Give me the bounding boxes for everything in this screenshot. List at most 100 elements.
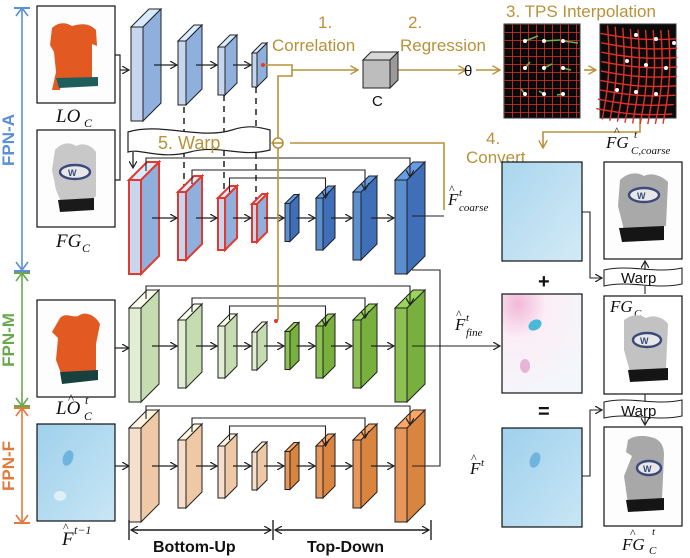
pants-shape (56, 77, 98, 88)
output-image-final: W (603, 426, 683, 527)
fpn-a-level-2 (175, 173, 205, 263)
fpn-f-pyramid (127, 405, 427, 524)
fpn-m-level-5 (283, 321, 301, 371)
fpn-a-top-level-1 (129, 7, 163, 123)
branch-bracket-fpn-m (14, 271, 30, 408)
fpn-f-lateral-connection-1 (145, 405, 410, 425)
feature-point-red (274, 319, 278, 323)
shirt-logo-text: W (68, 168, 77, 178)
fpn-a-level-4 (249, 191, 270, 245)
fpn-m-level-4 (250, 320, 269, 372)
branch-label-fpn-f: FPN-F (0, 441, 18, 491)
fpn-a-level-3 (215, 183, 240, 253)
svg-text:fine: fine (466, 327, 483, 339)
warped-grid-line (654, 29, 663, 125)
svg-text:W: W (643, 464, 652, 474)
input-image-lo-c-t (36, 299, 116, 398)
fpn-m-level-1 (127, 288, 161, 404)
svg-text:C: C (634, 308, 642, 320)
svg-text:t−1: t−1 (74, 523, 91, 537)
output-image-coarse: W (603, 161, 683, 260)
fpn-f-level-7 (351, 422, 379, 510)
svg-text:^: ^ (456, 307, 462, 321)
warp-banner-1[interactable]: Warp (603, 267, 683, 287)
cost-volume-label: C (372, 93, 383, 110)
output-label-fg-c: FG C (609, 297, 642, 320)
svg-text:C: C (84, 116, 93, 130)
warped-grid-line (624, 28, 633, 123)
step3-label: 3. TPS Interpolation (506, 2, 656, 21)
svg-text:LO: LO (55, 398, 81, 419)
fpn-f-level-1 (127, 408, 161, 524)
shirt-shape-orange (50, 23, 97, 90)
warp-label-2: Warp (621, 403, 656, 420)
input-image-fg-c: W (36, 129, 116, 228)
svg-text:C: C (84, 409, 93, 423)
svg-text:coarse: coarse (459, 202, 488, 214)
theta-label: θ (464, 63, 472, 80)
branch-label-fpn-m: FPN-M (0, 313, 18, 367)
step2-label: Regression (400, 36, 486, 55)
fpn-f-level-8 (393, 408, 427, 524)
warped-grid-line (639, 29, 648, 125)
fpn-f-level-4 (250, 440, 269, 492)
output-image-fg-c: W (603, 295, 683, 395)
svg-text:FG: FG (605, 133, 629, 152)
svg-text:LO: LO (55, 106, 81, 127)
input-label-lo-c: LO C (55, 106, 93, 130)
svg-text:C,coarse: C,coarse (631, 145, 671, 157)
fpn-m-level-2 (176, 302, 204, 390)
fpn-a-top-level-3 (216, 33, 239, 97)
cost-volume-cube (361, 50, 400, 90)
warped-grid-line (647, 30, 656, 125)
svg-text:t: t (652, 526, 656, 538)
fpn-f-lateral-connection-2 (191, 417, 365, 438)
svg-text:^: ^ (630, 526, 636, 540)
warped-grid-line (616, 27, 625, 122)
bottom-up-label: Bottom-Up (153, 539, 236, 556)
fpn-f-level-5 (283, 441, 301, 491)
plus-operator: + (538, 271, 550, 293)
svg-text:FG: FG (55, 231, 82, 252)
warp-label-1: Warp (621, 270, 656, 287)
svg-text:t: t (466, 312, 470, 324)
svg-text:^: ^ (614, 124, 620, 138)
flow-coarse-label: F ^ t coarse (447, 182, 488, 214)
flow-coarse-image (501, 161, 583, 262)
branch-bracket-fpn-f (14, 406, 30, 525)
warp-banner-2[interactable]: Warp (603, 399, 683, 420)
flow-fine-label: F ^ t fine (454, 307, 483, 339)
input-label-flow-prev: F ^ t−1 (61, 520, 91, 550)
fpn-f-lateral-connection-3 (228, 425, 326, 446)
fpn-a-level-8 (393, 160, 427, 276)
svg-text:W: W (640, 336, 649, 346)
step1-label: Correlation (272, 36, 355, 55)
output-label-final: FG ^ t C (621, 526, 657, 557)
fpn-m-pyramid (127, 285, 427, 404)
input-image-flow-prev (36, 423, 116, 522)
branch-label-fpn-a: FPN-A (0, 114, 18, 166)
warp-banner-step5[interactable]: 5. Warp (127, 126, 271, 156)
tps-control-grid (503, 23, 581, 119)
svg-text:t: t (634, 129, 638, 141)
tps-warped-grid (596, 23, 678, 125)
fpn-a-level-7 (351, 174, 379, 262)
shirt-logo (58, 163, 92, 181)
fpn-m-level-3 (216, 312, 239, 380)
fpn-f-level-2 (176, 422, 204, 510)
warped-grid-line (662, 29, 671, 124)
svg-text:F: F (469, 459, 481, 478)
fpn-f-level-3 (216, 432, 239, 500)
step2-number: 2. (408, 13, 422, 32)
warp-step5-label: 5. Warp (158, 133, 220, 153)
fpn-a-level-6 (314, 184, 337, 252)
input-image-lo-c (36, 5, 116, 104)
svg-text:t: t (459, 187, 463, 199)
equals-operator: = (538, 401, 550, 423)
shirt-shape-orange (52, 313, 100, 376)
svg-text:^: ^ (449, 182, 455, 196)
warped-grid-line (631, 29, 640, 124)
pants-shape (58, 198, 94, 212)
svg-text:W: W (637, 191, 646, 201)
gold-flow-lines (261, 63, 641, 320)
